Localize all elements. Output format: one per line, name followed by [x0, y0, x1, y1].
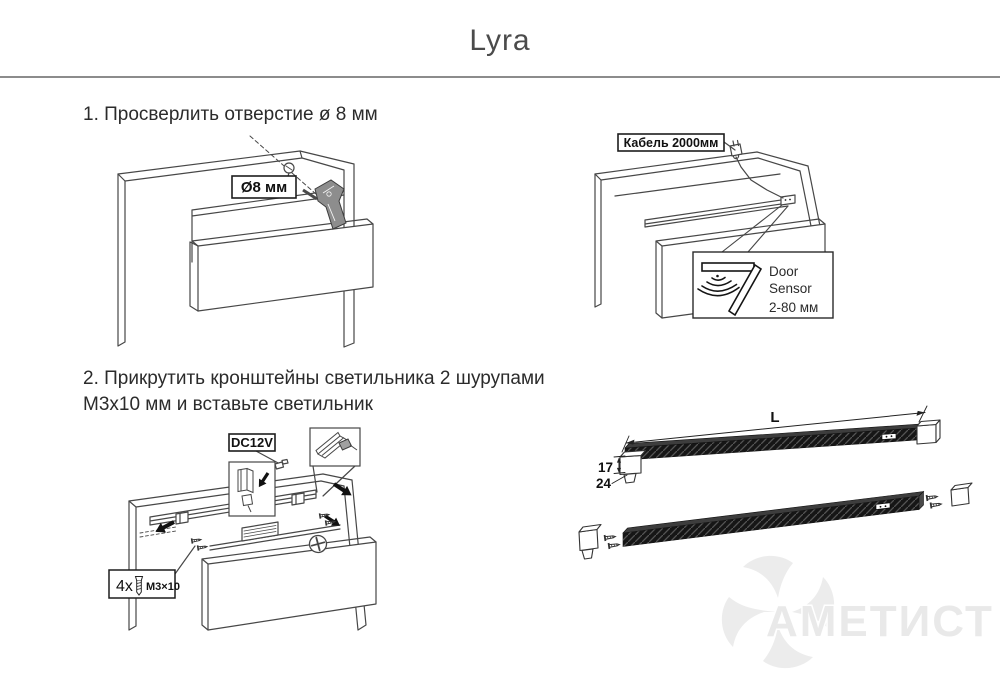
door-sensor-line1: Door	[769, 264, 799, 279]
screw-size-label: М3×10	[146, 581, 180, 593]
length-dim-label: L	[770, 409, 779, 426]
light-bar-bottom	[578, 482, 973, 560]
screw-qty-label: 4x	[116, 578, 133, 595]
power-callout: DC12V	[228, 433, 276, 452]
light-bar-top	[619, 419, 941, 484]
watermark-logo	[722, 555, 834, 669]
end-cap-left-detached	[578, 523, 602, 560]
step2-diagram: DC12V 4x М3×10	[108, 427, 377, 631]
light-bar	[139, 489, 317, 538]
watermark: АМЕТИСТ	[722, 555, 994, 669]
detail-inset-connector	[228, 461, 276, 517]
sensor-window	[875, 502, 891, 510]
door-sensor-range: 2-80 мм	[769, 300, 818, 315]
length-dimension: L	[621, 405, 928, 453]
step2-heading-line1: 2. Прикрутить кронштейны светильника 2 ш…	[83, 368, 545, 389]
door-sensor-icon	[697, 262, 763, 317]
height-depth-dimensions: 17 24	[596, 455, 628, 491]
power-cable	[729, 139, 784, 199]
light-bar	[644, 194, 796, 228]
drawer-front	[189, 218, 374, 312]
door-sensor-line2: Sensor	[769, 281, 812, 296]
door-sensor-callout: Door Sensor 2-80 мм	[692, 204, 834, 319]
hole-diameter-label: Ø8 мм	[241, 179, 287, 196]
end-cap-left	[619, 449, 647, 484]
step2-heading-line2: М3х10 мм и вставьте светильник	[83, 394, 373, 415]
drawer-front	[201, 536, 377, 631]
hole-diameter-callout: Ø8 мм	[231, 175, 297, 199]
drill-icon	[302, 179, 347, 230]
cable-length-callout: Кабель 2000мм	[617, 133, 725, 152]
terminal-block	[241, 521, 279, 542]
screw-icon	[134, 576, 144, 596]
step1-heading: 1. Просверлить отверстие ø 8 мм	[83, 104, 378, 125]
height-dim-label: 17	[598, 460, 613, 475]
step1-diagram: Ø8 мм	[117, 135, 374, 348]
power-label: DC12V	[231, 435, 273, 450]
depth-dim-label: 24	[596, 476, 612, 491]
step2-heading: 2. Прикрутить кронштейны светильника 2 ш…	[83, 366, 583, 418]
sensor-diagram: Кабель 2000мм Door Sensor 2-80 мм	[594, 133, 834, 319]
detail-inset-profile-plug	[309, 427, 361, 467]
fixture-dimensions-diagram: L 17 24	[578, 405, 973, 560]
phillips-screw-head	[308, 534, 328, 554]
screws-callout: 4x М3×10	[108, 569, 180, 599]
cable-length-label: Кабель 2000мм	[624, 136, 719, 150]
end-cap-right	[916, 419, 941, 445]
end-cap-right-detached	[950, 482, 973, 507]
watermark-text: АМЕТИСТ	[766, 597, 994, 646]
header-divider	[0, 76, 1000, 78]
drill-axis-dashed-line	[249, 135, 317, 195]
page-title: Lyra	[469, 24, 531, 57]
sensor-window	[881, 433, 897, 440]
